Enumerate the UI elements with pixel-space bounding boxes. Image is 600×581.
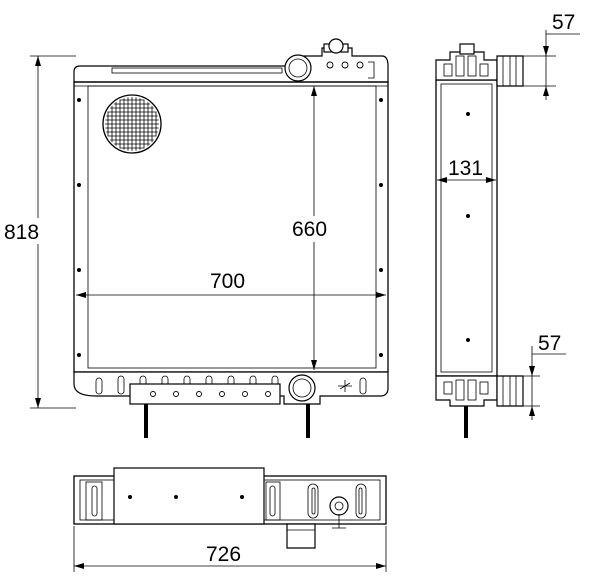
bottom-drain-plug <box>329 496 349 516</box>
bottom-right-slots <box>265 481 367 521</box>
front-core-outer <box>73 81 389 373</box>
front-top-small-port-1 <box>326 61 334 69</box>
bottom-bracket <box>113 467 265 525</box>
dim-overall-height: 818 <box>4 221 39 244</box>
front-drain-valve <box>338 380 352 392</box>
front-top-small-port-3 <box>356 61 364 69</box>
front-top-small-port-2 <box>341 61 349 69</box>
side-leg <box>464 406 468 438</box>
dimension-labels: 818 660 700 131 57 57 726 <box>0 11 575 566</box>
side-view <box>435 43 524 438</box>
front-leg-left <box>144 404 148 438</box>
front-view <box>73 38 389 438</box>
dim-core-width: 700 <box>210 270 245 293</box>
dim-depth: 131 <box>448 157 483 180</box>
front-filler-cap <box>328 38 344 54</box>
front-top-tank <box>73 47 389 83</box>
dim-bottom-pipe-offset: 57 <box>538 332 561 355</box>
dim-core-height: 660 <box>292 218 327 241</box>
front-leg-right <box>306 404 310 438</box>
front-top-tank-strip <box>111 67 283 74</box>
dim-top-pipe-offset: 57 <box>552 11 575 34</box>
bottom-left-slots <box>85 481 103 521</box>
front-bottom-bracket-holes <box>150 391 271 397</box>
front-fan-grille <box>102 94 162 154</box>
bottom-outlet-pipe <box>286 523 316 549</box>
dim-overall-width: 726 <box>206 543 241 566</box>
bottom-view <box>73 467 387 549</box>
side-body <box>435 79 498 377</box>
front-side-bolts <box>77 98 383 357</box>
front-bottom-bracket <box>129 383 281 405</box>
side-top-cap <box>459 43 475 55</box>
